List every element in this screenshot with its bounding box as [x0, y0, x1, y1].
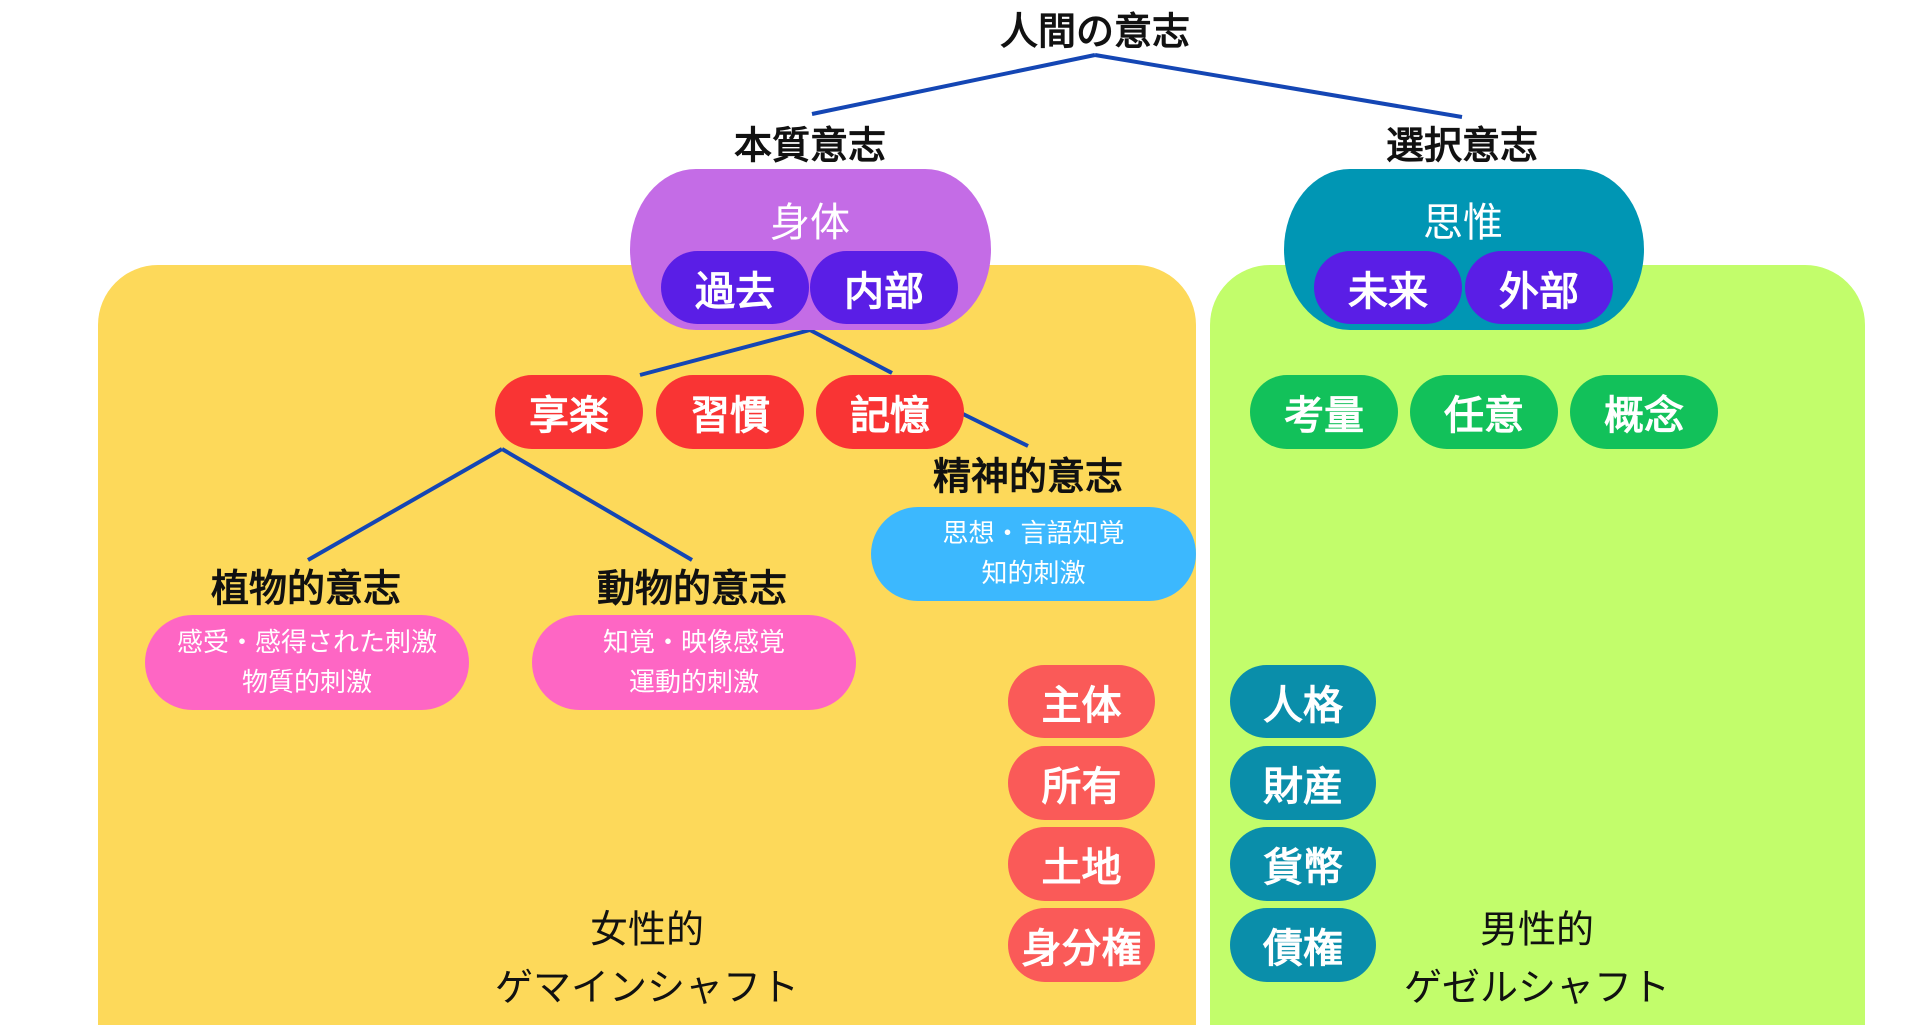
concept-pill: 概念: [1570, 375, 1718, 449]
money-pill: 貨幣: [1230, 827, 1376, 901]
feminine-label: 女性的: [589, 907, 705, 952]
spiritual-line1: 思想・言語知覚: [942, 519, 1125, 549]
connector-line: [811, 53, 1096, 116]
subject-pill: 主体: [1008, 665, 1155, 738]
claim-pill: 債権: [1230, 908, 1376, 982]
deliberation-pill: 考量: [1250, 375, 1398, 449]
discretion-pill: 任意: [1410, 375, 1558, 449]
animal-line1: 知覚・映像感覚: [602, 627, 785, 658]
body-label: 身体: [770, 200, 850, 246]
connector-line: [307, 447, 503, 562]
possession-pill: 所有: [1008, 746, 1155, 820]
connector-line: [500, 447, 694, 562]
connector-line: [962, 412, 1029, 448]
spiritual-line2: 知的刺激: [981, 559, 1086, 589]
spiritual-will-box: 思想・言語知覚 知的刺激: [871, 507, 1196, 601]
diagram-title: 人間の意志: [999, 9, 1191, 54]
outer-pill: 外部: [1465, 251, 1613, 324]
spiritual-will-heading: 精神的意志: [932, 454, 1124, 499]
animal-will-box: 知覚・映像感覚 運動的刺激: [532, 615, 856, 710]
status-right-pill: 身分権: [1008, 908, 1155, 982]
connector-line: [639, 328, 811, 377]
essential-will-heading: 本質意志: [733, 123, 887, 168]
personality-pill: 人格: [1230, 665, 1376, 738]
pleasure-pill: 享楽: [495, 375, 643, 449]
plant-line1: 感受・感得された刺激: [176, 627, 437, 658]
plant-will-box: 感受・感得された刺激 物質的刺激: [145, 615, 469, 710]
plant-will-heading: 植物的意志: [210, 566, 402, 611]
animal-will-heading: 動物的意志: [596, 566, 788, 611]
property-pill: 財産: [1230, 746, 1376, 820]
habit-pill: 習慣: [656, 375, 804, 449]
past-pill: 過去: [661, 251, 809, 324]
gemeinschaft-label: ゲマインシャフト: [494, 965, 800, 1010]
memory-pill: 記憶: [816, 375, 964, 449]
land-pill: 土地: [1008, 827, 1155, 901]
connector-line: [1094, 53, 1463, 119]
connector-line: [809, 328, 893, 375]
animal-line2: 運動的刺激: [628, 667, 759, 698]
arbitrary-will-heading: 選択意志: [1385, 123, 1539, 168]
thought-label: 思惟: [1423, 200, 1503, 246]
masculine-label: 男性的: [1479, 907, 1595, 952]
plant-line2: 物質的刺激: [241, 667, 372, 698]
inner-pill: 内部: [810, 251, 958, 324]
gesellschaft-label: ゲゼルシャフト: [1403, 965, 1671, 1010]
future-pill: 未来: [1314, 251, 1462, 324]
